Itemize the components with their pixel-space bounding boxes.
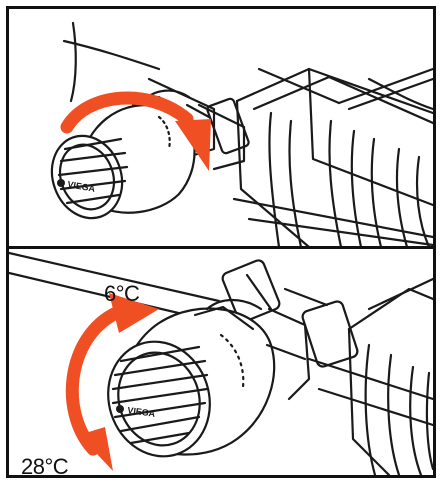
brand-mark-text: VIEGA (67, 179, 97, 194)
brand-logo-top: VIEGA (57, 179, 96, 194)
thermostat-head-bottom (107, 298, 307, 458)
brand-mark-text: VIEGA (127, 405, 157, 419)
radiator-top (232, 67, 433, 247)
panel-temperature-range: VIEGA (6, 246, 436, 478)
double-curved-arrow-icon (65, 293, 159, 471)
panel-turn-direction: VIEGA (6, 6, 436, 250)
panel-bottom-illustration: VIEGA (9, 251, 433, 475)
label-28-degrees: 28°C (21, 454, 69, 479)
brand-logo-bottom: VIEGA (116, 405, 156, 419)
pipe-outline (62, 39, 161, 71)
label-6-degrees: 6°C (104, 281, 140, 306)
panel-top-illustration: VIEGA (50, 21, 433, 247)
valve-body (267, 307, 311, 401)
pipe-outline (9, 251, 221, 303)
curved-rotate-arrow-icon (60, 91, 211, 171)
radiator-bottom (307, 277, 433, 475)
thermostat-head-top (50, 89, 211, 220)
